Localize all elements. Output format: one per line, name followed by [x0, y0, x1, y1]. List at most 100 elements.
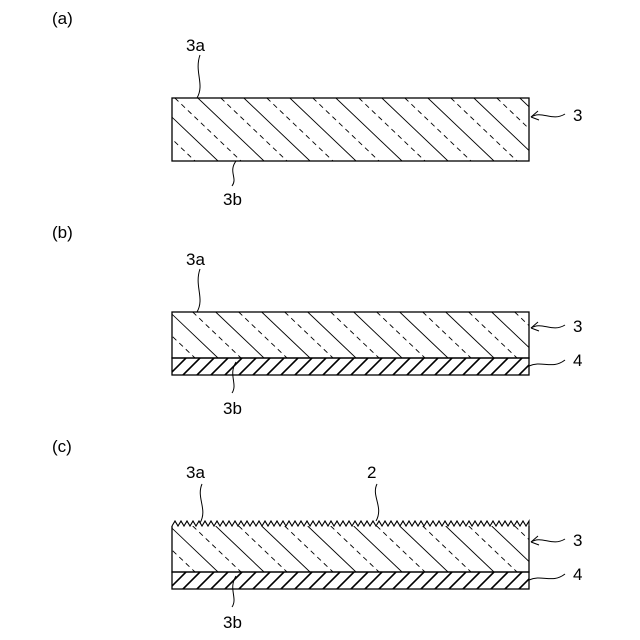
- hatch-line: [515, 526, 563, 572]
- label-3: 3: [573, 317, 582, 336]
- label-2: 2: [367, 463, 376, 482]
- hatch-line: [170, 312, 218, 358]
- hatch-line: [239, 312, 287, 358]
- hatch-line: [239, 526, 287, 572]
- hatch-line: [379, 572, 396, 589]
- hatch-line: [505, 358, 522, 375]
- hatch-line: [262, 526, 310, 572]
- hatch-line: [331, 312, 379, 358]
- leader-3: [531, 539, 565, 542]
- hatch-line: [216, 526, 264, 572]
- layer-4-hatch: [155, 572, 550, 589]
- textured-surface-2: [172, 521, 529, 526]
- hatch-line: [253, 358, 270, 375]
- hatch-line: [239, 358, 256, 375]
- hatch-line: [295, 572, 312, 589]
- hatch-line: [262, 312, 310, 358]
- hatch-line: [155, 358, 172, 375]
- hatch-line: [354, 312, 402, 358]
- hatch-line: [365, 572, 382, 589]
- hatch-line: [337, 358, 354, 375]
- hatch-line: [239, 572, 256, 589]
- hatch-line: [106, 98, 172, 161]
- hatch-line: [351, 572, 368, 589]
- label-3b: 3b: [223, 613, 242, 632]
- hatch-line: [183, 358, 200, 375]
- label-3: 3: [573, 531, 582, 550]
- hatch-line: [561, 526, 609, 572]
- hatch-line: [197, 572, 214, 589]
- hatch-line: [147, 526, 195, 572]
- hatch-line: [281, 572, 298, 589]
- hatch-line: [285, 526, 333, 572]
- hatch-line: [309, 358, 326, 375]
- leader-3a: [197, 269, 200, 312]
- leader-3a: [200, 484, 203, 523]
- hatch-line: [407, 572, 424, 589]
- hatch-line: [309, 572, 326, 589]
- hatch-line: [183, 572, 200, 589]
- hatch-line: [147, 312, 195, 358]
- hatch-line: [435, 358, 452, 375]
- leader-2: [375, 484, 378, 521]
- hatch-line: [469, 526, 517, 572]
- hatch-line: [505, 572, 522, 589]
- hatch-line: [308, 526, 356, 572]
- hatch-line: [337, 572, 354, 589]
- hatch-line: [267, 572, 284, 589]
- hatch-line: [492, 312, 540, 358]
- hatch-line: [449, 572, 466, 589]
- label-4: 4: [573, 565, 582, 584]
- hatch-line: [533, 572, 550, 589]
- leader-4: [529, 360, 565, 366]
- leader-3: [531, 114, 565, 117]
- hatch-line: [421, 572, 438, 589]
- hatch-line: [193, 526, 241, 572]
- hatch-line: [515, 312, 563, 358]
- hatch-line: [477, 572, 494, 589]
- hatch-line: [377, 526, 425, 572]
- hatch-line: [491, 358, 508, 375]
- hatch-line: [491, 572, 508, 589]
- hatch-line: [393, 358, 410, 375]
- label-3a: 3a: [186, 250, 205, 269]
- hatch-line: [365, 358, 382, 375]
- hatch-line: [533, 358, 550, 375]
- hatch-line: [295, 358, 312, 375]
- label-3b: 3b: [223, 190, 242, 209]
- hatch-line: [463, 572, 480, 589]
- hatch-line: [211, 572, 228, 589]
- label-3a: 3a: [186, 463, 205, 482]
- hatch-line: [519, 358, 536, 375]
- panel-label: (b): [52, 223, 73, 242]
- panel-label: (a): [52, 9, 73, 28]
- hatch-line: [407, 358, 424, 375]
- hatch-line: [170, 526, 218, 572]
- hatch-line: [435, 572, 452, 589]
- panel-b: (b) 3a 3b 3 4: [52, 223, 609, 418]
- hatch-line: [331, 526, 379, 572]
- hatch-line: [446, 312, 494, 358]
- label-3a: 3a: [186, 36, 205, 55]
- leader-3b: [232, 161, 236, 186]
- hatch-line: [267, 358, 284, 375]
- hatch-line: [253, 572, 270, 589]
- hatch-line: [400, 526, 448, 572]
- hatch-line: [421, 358, 438, 375]
- hatch-line: [323, 358, 340, 375]
- hatch-line: [197, 358, 214, 375]
- hatch-line: [285, 312, 333, 358]
- hatch-line: [377, 312, 425, 358]
- label-3b: 3b: [223, 399, 242, 418]
- hatch-line: [393, 572, 410, 589]
- hatch-line: [193, 312, 241, 358]
- layer-3-hatch: [106, 98, 609, 161]
- leader-3: [531, 325, 565, 328]
- hatch-line: [155, 572, 172, 589]
- hatch-line: [281, 358, 298, 375]
- label-4: 4: [573, 351, 582, 370]
- panel-a: (a) 3a 3b 3: [52, 9, 609, 209]
- label-3: 3: [573, 106, 582, 125]
- layer-3-hatch: [124, 312, 609, 358]
